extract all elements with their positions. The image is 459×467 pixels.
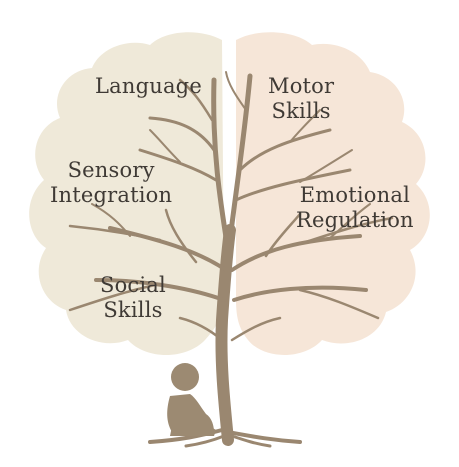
label-motor-skills: Motor Skills (268, 74, 334, 124)
label-social-skills-line-1: Social (100, 273, 166, 297)
label-motor-skills-line-1: Motor (268, 74, 335, 98)
label-social-skills-line-2: Skills (103, 297, 163, 322)
label-language-line-1: Language (95, 74, 202, 98)
label-language: Language (95, 74, 202, 99)
tree-icon (68, 71, 394, 448)
sitting-child-icon (167, 363, 216, 436)
label-motor-skills-line-2: Skills (271, 98, 331, 123)
label-sensory-integration-line-1: Sensory (67, 158, 155, 182)
label-emotional-regulation-line-1: Emotional (299, 183, 411, 207)
label-emotional-regulation: Emotional Regulation (296, 183, 414, 233)
label-emotional-regulation-line-2: Regulation (296, 207, 414, 232)
right-hemisphere-icon (236, 32, 430, 355)
label-sensory-integration-line-2: Integration (50, 182, 173, 207)
label-social-skills: Social Skills (100, 273, 166, 323)
label-sensory-integration: Sensory Integration (50, 158, 172, 208)
left-hemisphere-icon (29, 32, 225, 355)
